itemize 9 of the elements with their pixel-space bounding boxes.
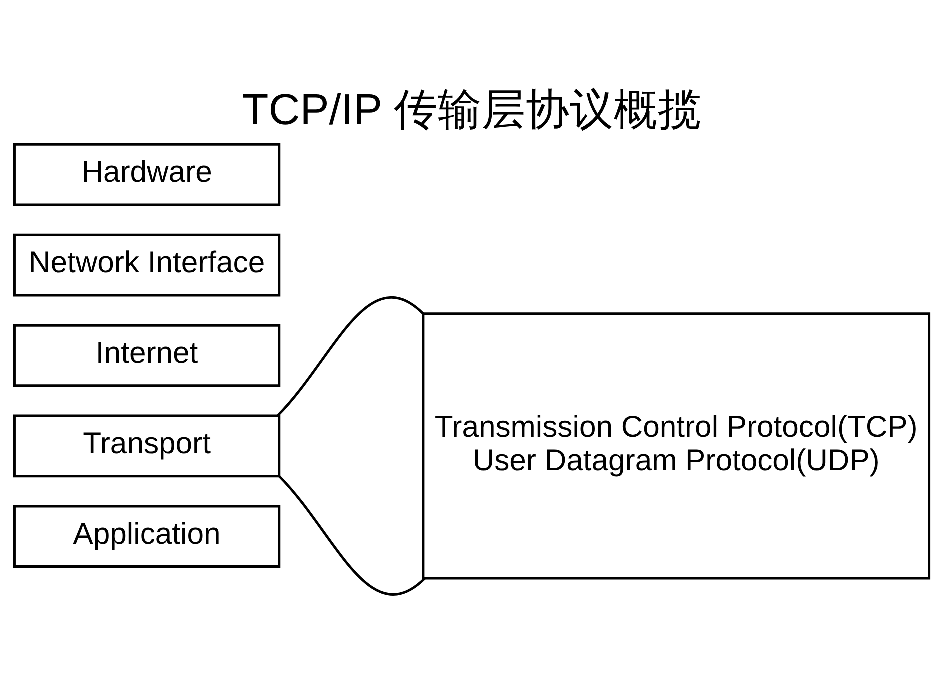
connector [278, 476, 426, 596]
diagram-title: TCP/IP 传输层协议概揽 [242, 86, 702, 134]
node-box: Hardware [13, 143, 281, 206]
node-box: Transmission Control Protocol(TCP) User Datagram Protocol(UDP) [422, 312, 931, 580]
node-box: Network Interface [13, 234, 281, 297]
node-box: Transport [13, 414, 281, 478]
node-box: Application [13, 505, 281, 568]
node-box: Internet [13, 324, 281, 388]
connector [276, 296, 424, 417]
